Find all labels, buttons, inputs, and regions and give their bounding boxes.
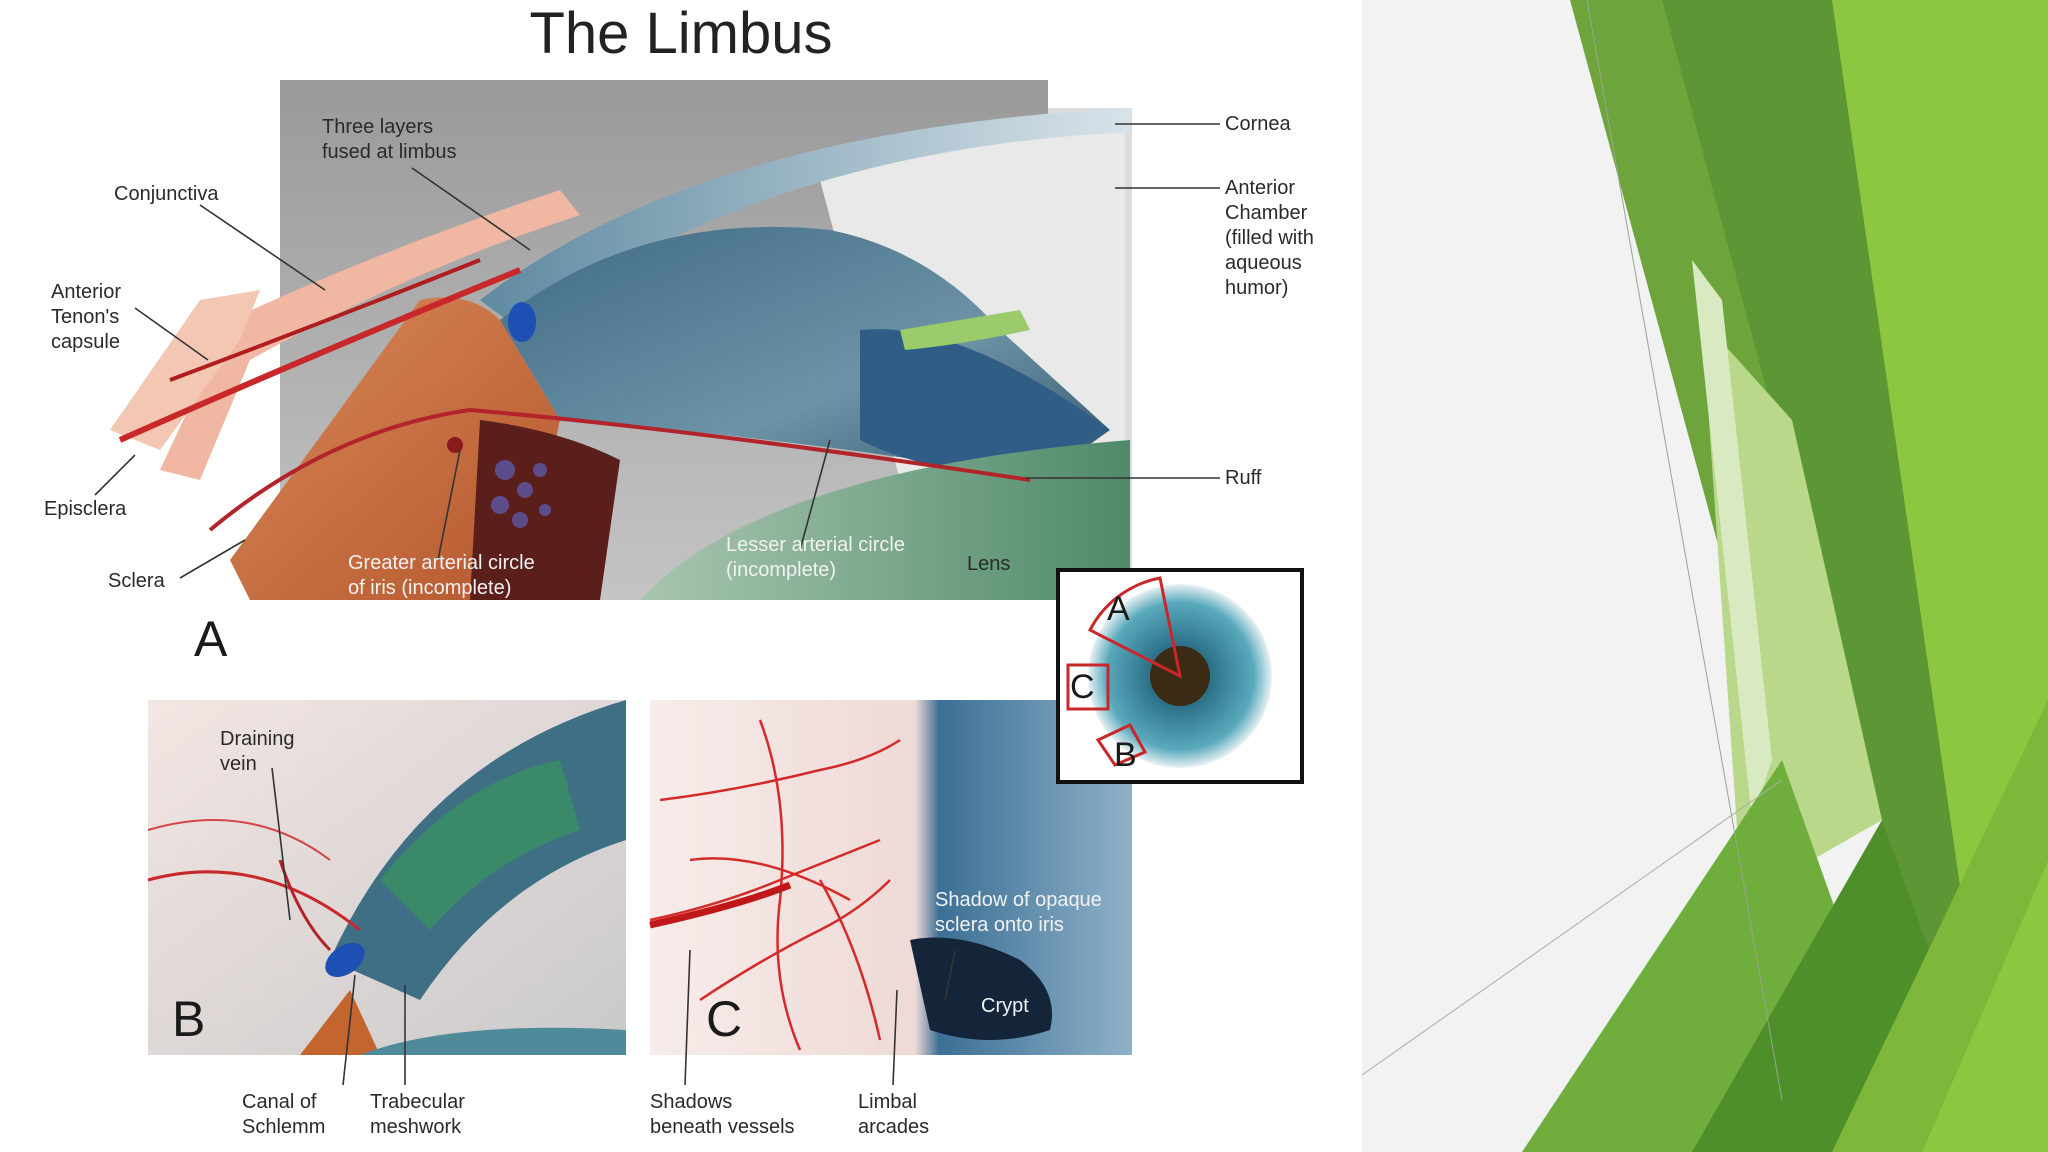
illustration-artwork (0, 0, 1362, 1152)
label-lesser-arterial-circle: Lesser arterial circle (incomplete) (726, 533, 905, 583)
figure-title: The Limbus (0, 0, 1362, 67)
label-crypt: Crypt (981, 994, 1029, 1019)
label-lens: Lens (967, 552, 1010, 577)
label-anterior-tenons-capsule: Anterior Tenon's capsule (51, 280, 121, 355)
label-episclera: Episclera (44, 497, 126, 522)
panel-letter-a: A (194, 610, 227, 668)
label-anterior-chamber: Anterior Chamber (filled with aqueous hu… (1225, 176, 1314, 301)
label-draining-vein: Draining vein (220, 727, 294, 777)
label-ruff: Ruff (1225, 466, 1261, 491)
label-shadows-beneath-vessels: Shadows beneath vessels (650, 1090, 795, 1140)
inset-eye-diagram (1058, 570, 1302, 782)
decorative-green-shapes (1362, 0, 2048, 1152)
inset-letter-a: A (1107, 590, 1130, 629)
green-facets-graphic (1362, 0, 2048, 1152)
inset-letter-b: B (1114, 736, 1137, 775)
label-conjunctiva: Conjunctiva (114, 182, 219, 207)
label-three-layers: Three layers fused at limbus (322, 115, 457, 165)
panel-letter-c: C (706, 990, 742, 1048)
label-sclera: Sclera (108, 569, 165, 594)
panel-a-illustration (110, 80, 1132, 600)
label-trabecular-meshwork: Trabecular meshwork (370, 1090, 465, 1140)
inset-letter-c: C (1070, 668, 1095, 707)
label-cornea: Cornea (1225, 112, 1291, 137)
panel-letter-b: B (172, 990, 205, 1048)
label-shadow-opaque-sclera: Shadow of opaque sclera onto iris (935, 888, 1102, 938)
label-greater-arterial-circle: Greater arterial circle of iris (incompl… (348, 551, 535, 601)
label-canal-of-schlemm: Canal of Schlemm (242, 1090, 325, 1140)
limbus-figure: The Limbus Three layers fused at limbus … (0, 0, 1362, 1152)
label-limbal-arcades: Limbal arcades (858, 1090, 929, 1140)
